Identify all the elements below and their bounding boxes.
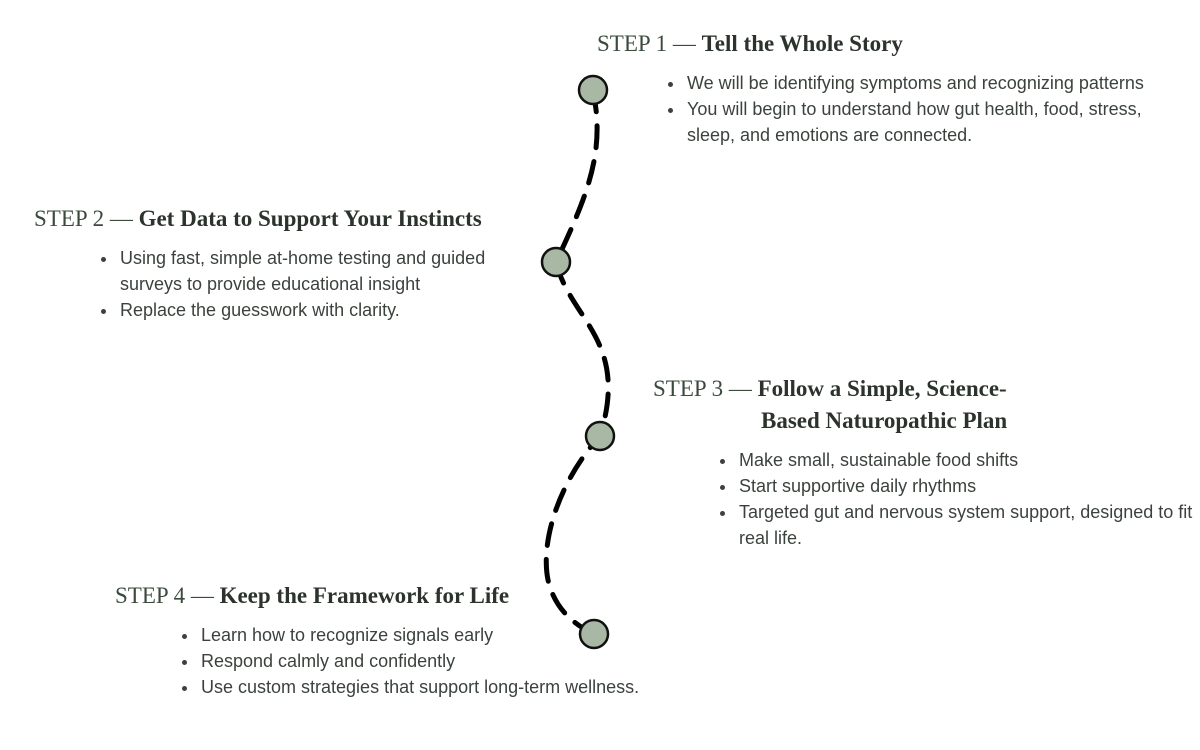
list-item: Using fast, simple at-home testing and g… [118, 245, 548, 297]
step-4-node [578, 618, 610, 650]
step-3: STEP 3 — Follow a Simple, Science- Based… [653, 373, 1200, 551]
list-item: Make small, sustainable food shifts [737, 447, 1200, 473]
list-item: Use custom strategies that support long-… [199, 674, 719, 700]
bullet-list: We will be identifying symptoms and reco… [667, 70, 1145, 148]
list-item: Start supportive daily rhythms [737, 473, 1200, 499]
step-2-node [540, 246, 572, 278]
step-3-node [584, 420, 616, 452]
step-1: STEP 1 — Tell the Whole Story We will be… [597, 28, 1145, 148]
step-title: STEP 4 — Keep the Framework for Life [115, 583, 510, 608]
list-item: Targeted gut and nervous system support,… [737, 499, 1200, 551]
bullet-list: Make small, sustainable food shifts Star… [719, 447, 1200, 551]
step-title: STEP 2 — Get Data to Support Your Instin… [34, 206, 482, 231]
dashed-connector [543, 87, 611, 637]
bullet-list: Using fast, simple at-home testing and g… [100, 245, 548, 323]
list-item: Learn how to recognize signals early [199, 622, 719, 648]
step-1-node [577, 74, 609, 106]
list-item: Respond calmly and confidently [199, 648, 719, 674]
bullet-list: Learn how to recognize signals early Res… [181, 622, 719, 700]
step-title-line-2: Based Naturopathic Plan [761, 408, 1008, 433]
step-4: STEP 4 — Keep the Framework for Life Lea… [115, 580, 719, 700]
list-item: We will be identifying symptoms and reco… [685, 70, 1145, 96]
step-2: STEP 2 — Get Data to Support Your Instin… [34, 203, 548, 323]
step-title: STEP 1 — Tell the Whole Story [597, 31, 903, 56]
list-item: Replace the guesswork with clarity. [118, 297, 548, 323]
list-item: You will begin to understand how gut hea… [685, 96, 1145, 148]
step-title: STEP 3 — Follow a Simple, Science- [653, 376, 1007, 401]
